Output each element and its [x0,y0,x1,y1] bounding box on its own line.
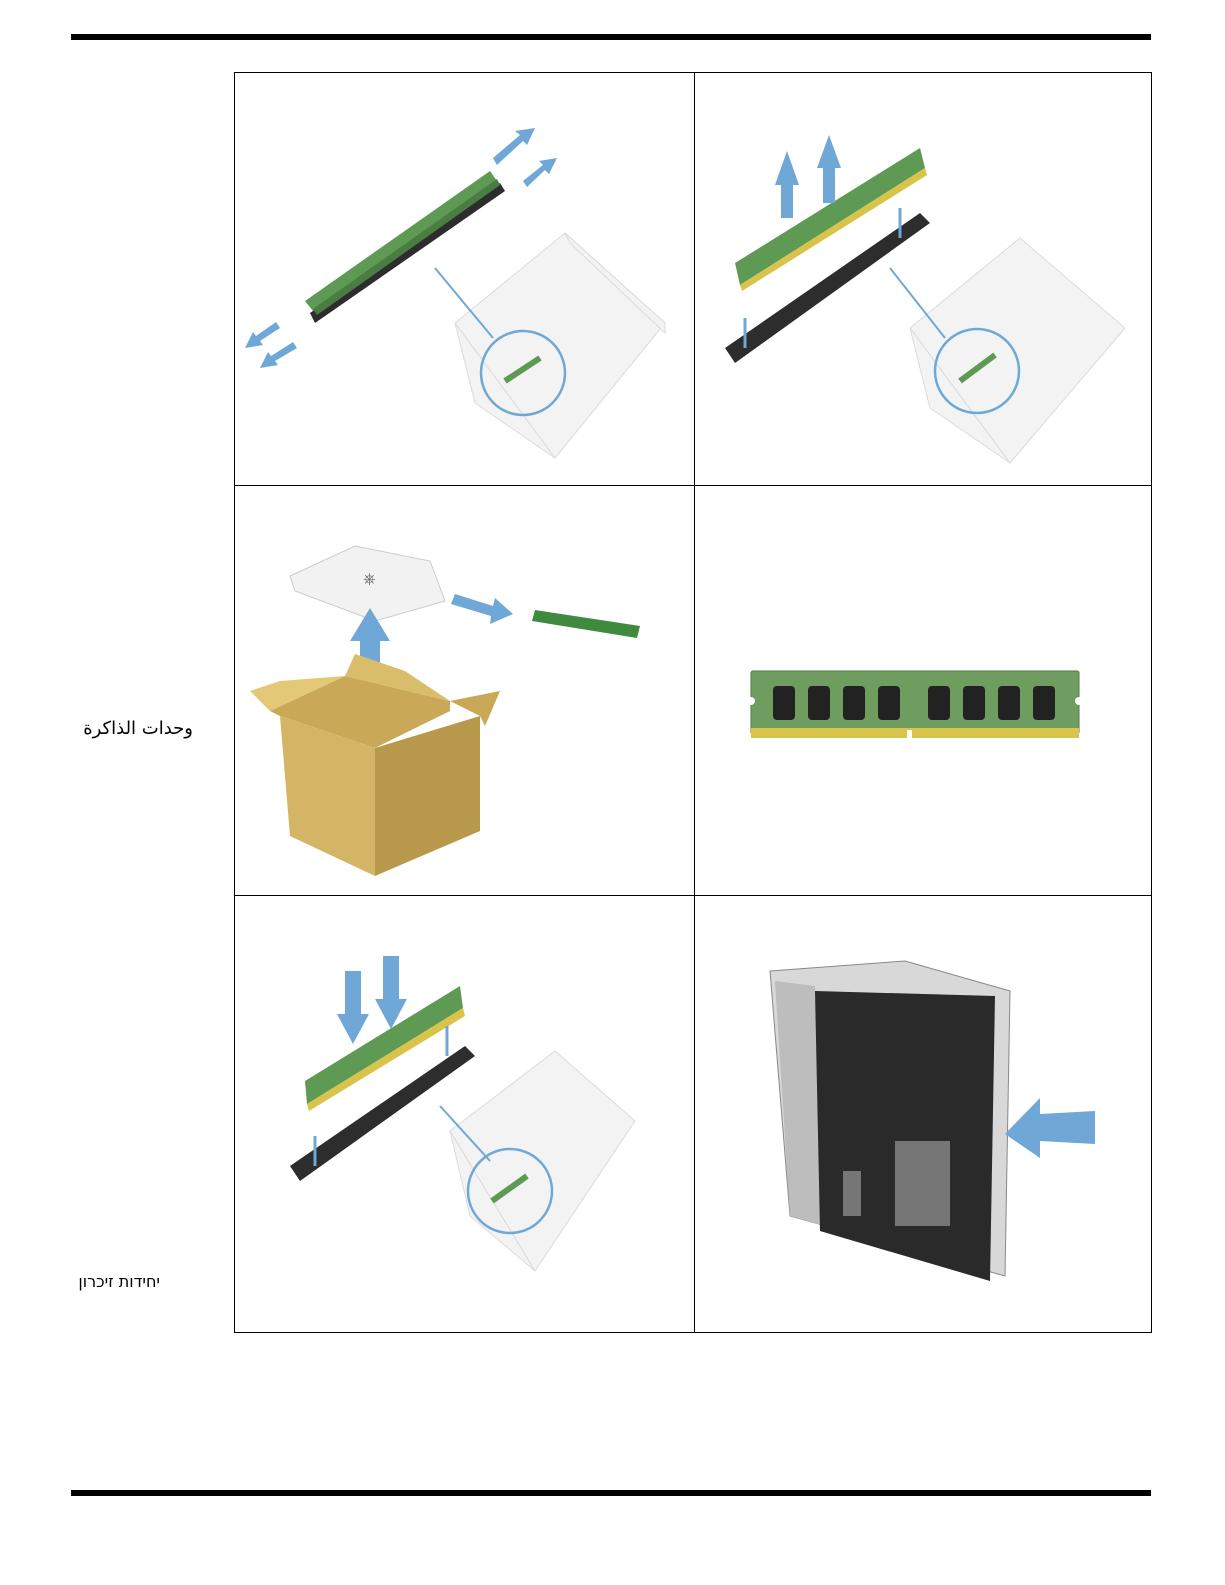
memory-module-removal-illustration [695,73,1153,485]
header-rule [71,34,1151,40]
dimm-module-illustration [695,486,1153,895]
svg-text:⎈: ⎈ [363,569,376,588]
footer-rule [71,1490,1151,1496]
memory-latch-release-illustration [235,73,694,485]
side-panel-install-illustration [695,896,1153,1333]
memory-module-insert-illustration [235,896,694,1333]
illustration-table: ⎈ [234,72,1152,1333]
section-label-hebrew: יחידות זיכרון [70,1272,160,1291]
section-label-arabic: وحدات الذاكرة [72,718,193,739]
memory-unpack-illustration: ⎈ [235,486,694,895]
